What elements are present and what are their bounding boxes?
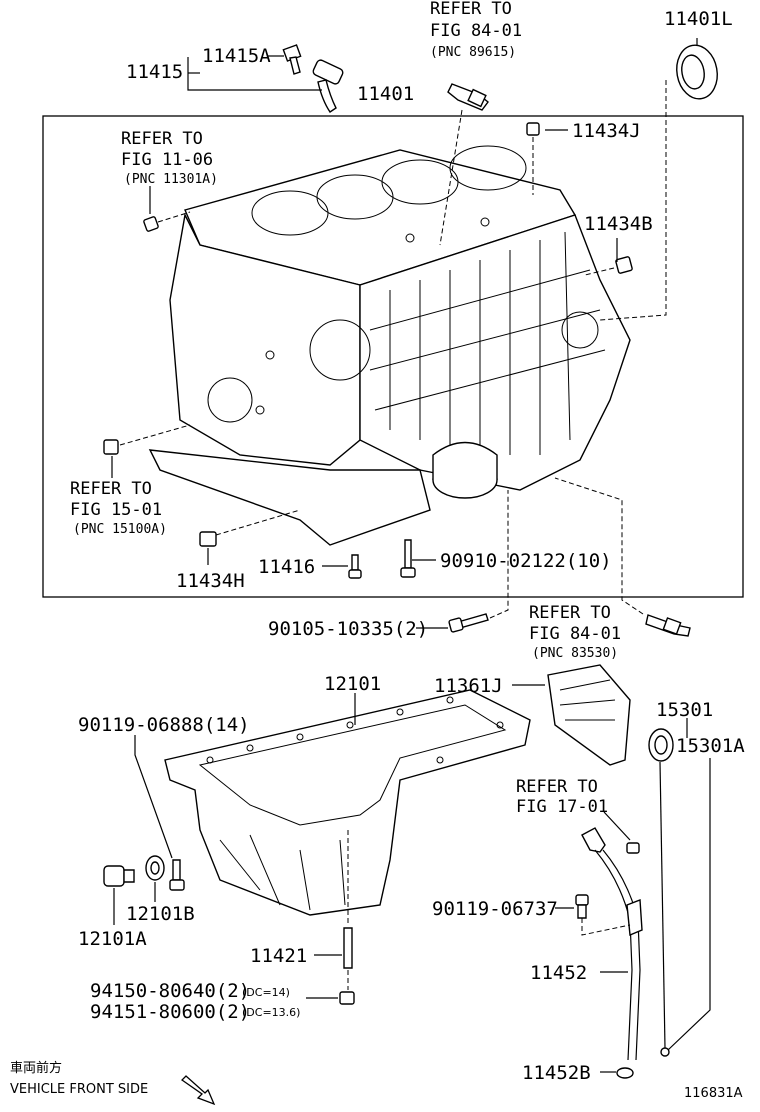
callout-11416: 11416 xyxy=(258,556,315,578)
part-11416-plug xyxy=(348,554,362,579)
callout-94150: 94150-80640(2) xyxy=(90,980,250,1002)
callout-90119-06888: 90119-06888(14) xyxy=(78,714,250,736)
ref4-fig: FIG 84-01 xyxy=(529,624,621,644)
part-11415-union xyxy=(312,59,344,113)
callout-dc14: (DC=14) xyxy=(242,986,290,999)
ref1-pnc: (PNC 89615) xyxy=(430,45,516,60)
part-90910-stud-bolt xyxy=(400,539,416,578)
callout-11452B: 11452B xyxy=(522,1062,591,1084)
callout-12101B: 12101B xyxy=(126,903,195,925)
part-12101A-drain-plug xyxy=(103,865,135,887)
vehicle-front-jp: 車両前方 xyxy=(10,1060,62,1076)
callout-90105: 90105-10335(2) xyxy=(268,618,428,640)
ref-11-06-pin xyxy=(143,216,159,232)
ref5-refer: REFER TO xyxy=(516,777,598,797)
callout-90119-06737: 90119-06737 xyxy=(432,898,558,920)
part-90119-06888-bolt xyxy=(169,859,185,891)
oil-pressure-sensor-ref xyxy=(447,83,489,111)
ref3-fig: FIG 15-01 xyxy=(70,500,162,520)
callout-12101A: 12101A xyxy=(78,928,147,950)
oil-level-sensor-ref xyxy=(645,614,691,637)
ref2-pnc: (PNC 11301A) xyxy=(124,172,218,187)
part-15301-oil-dipstick xyxy=(648,728,674,1057)
ref-15-01-pin xyxy=(103,439,119,455)
part-11452-dipstick-guide xyxy=(581,827,643,1061)
ref1-fig: FIG 84-01 xyxy=(430,21,522,41)
cylinder-block-illustration xyxy=(148,145,631,546)
part-11434J-pin xyxy=(526,122,540,136)
callout-94151: 94151-80600(2) xyxy=(90,1001,250,1023)
callout-11401: 11401 xyxy=(357,83,414,105)
ref3-pnc: (PNC 15100A) xyxy=(73,522,167,537)
ref5-fig: FIG 17-01 xyxy=(516,797,608,817)
part-94150-nut xyxy=(339,991,355,1005)
callout-11415A: 11415A xyxy=(202,45,271,67)
callout-90910: 90910-02122(10) xyxy=(440,550,612,572)
part-11434B-pin xyxy=(615,256,633,274)
part-11452B-o-ring xyxy=(616,1067,634,1079)
part-11401L-oil-seal xyxy=(676,44,718,100)
callout-11452: 11452 xyxy=(530,962,587,984)
part-11421-stud xyxy=(343,927,353,969)
part-12101B-gasket xyxy=(145,855,165,881)
part-11415A-bolt xyxy=(282,44,302,75)
ref2-refer: REFER TO xyxy=(121,129,203,149)
ref1-refer: REFER TO xyxy=(430,0,512,19)
callout-dc136: (DC=13.6) xyxy=(242,1006,300,1019)
part-11434H-pin xyxy=(199,531,217,547)
callout-11434H: 11434H xyxy=(176,570,245,592)
vehicle-front-en: VEHICLE FRONT SIDE xyxy=(10,1082,148,1097)
ref4-pnc: (PNC 83530) xyxy=(532,646,618,661)
callout-11401L: 11401L xyxy=(664,8,733,30)
ref-17-01-bolt xyxy=(626,842,640,854)
vehicle-front-arrow-icon xyxy=(180,1075,216,1106)
ref3-refer: REFER TO xyxy=(70,479,152,499)
callout-15301A: 15301A xyxy=(676,735,745,757)
diagram-id: 116831A xyxy=(684,1086,743,1101)
callout-11434B: 11434B xyxy=(584,213,653,235)
block-group-frame xyxy=(42,115,744,598)
callout-15301: 15301 xyxy=(656,699,713,721)
callout-12101: 12101 xyxy=(324,673,381,695)
callout-11434J: 11434J xyxy=(572,120,641,142)
oil-pan-illustration xyxy=(164,689,531,916)
callout-11361J: 11361J xyxy=(434,675,503,697)
callout-11415: 11415 xyxy=(126,61,183,83)
ref2-fig: FIG 11-06 xyxy=(121,150,213,170)
part-11361J-baffle xyxy=(547,664,631,766)
callout-11421: 11421 xyxy=(250,945,307,967)
part-90119-06737-bolt xyxy=(575,894,589,919)
part-90105-bolt xyxy=(448,613,489,633)
ref4-refer: REFER TO xyxy=(529,603,611,623)
